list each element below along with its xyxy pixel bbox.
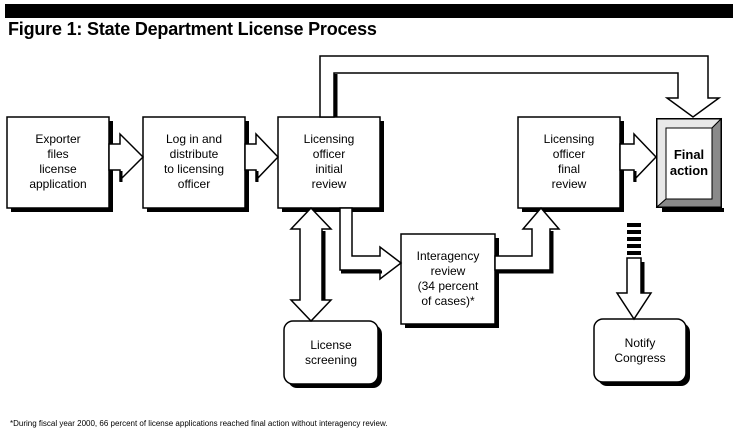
arrow-interagency-to-finalreview: [494, 206, 561, 271]
notify-arrow-tail: [627, 223, 641, 255]
arrow-initial-screening-double: [289, 206, 333, 323]
exporter-box: [6, 116, 110, 209]
arrow-initial-to-interagency: [339, 207, 403, 281]
final-review-box: [517, 116, 621, 209]
arrow-initial-to-action-loop: [319, 55, 722, 118]
arrow-finalreview-to-action: [619, 132, 658, 182]
interagency-box: [400, 233, 496, 325]
figure-title: Figure 1: State Department License Proce…: [8, 19, 377, 39]
final-action-box: [655, 117, 724, 212]
login-box: [142, 116, 246, 209]
arrow-login-to-initial: [244, 132, 280, 182]
arrow-action-to-notify: [615, 257, 653, 321]
screening-box: [283, 320, 379, 385]
notify-box: [593, 318, 687, 383]
arrow-exporter-to-login: [108, 132, 145, 182]
title-rule-bar: [5, 4, 733, 18]
footnote: *During fiscal year 2000, 66 percent of …: [10, 419, 388, 428]
initial-review-box: [277, 116, 381, 209]
